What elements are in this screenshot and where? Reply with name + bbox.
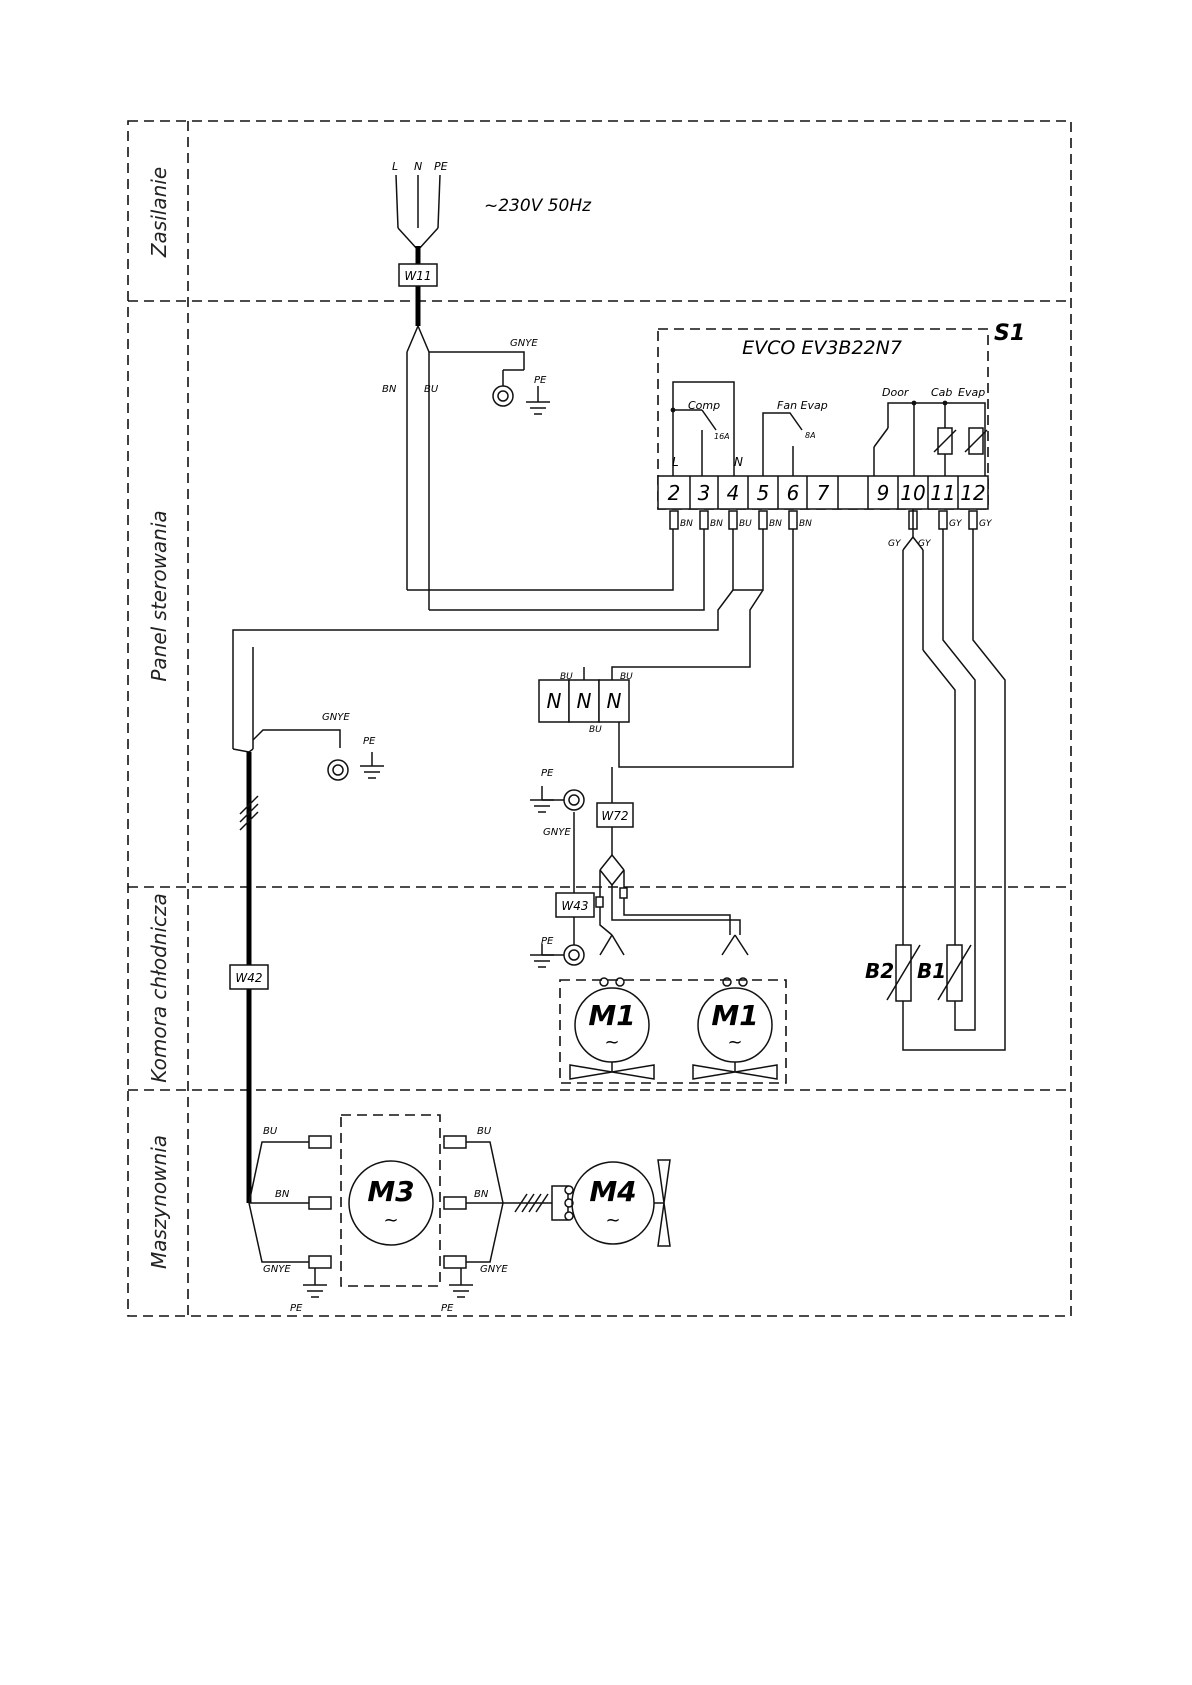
n-block-bu-1: BU <box>560 672 573 682</box>
motor-m1-a-ac: ~ <box>604 1032 619 1053</box>
gnye-label-3: GNYE <box>543 827 571 838</box>
terminal-12: 12 <box>960 481 985 505</box>
motor-m1-b-ac: ~ <box>727 1032 742 1053</box>
terminal-7: 7 <box>817 481 830 505</box>
n-terminal-3: N <box>607 689 622 713</box>
motor-m1-a-label: M1 <box>588 999 635 1032</box>
wire-bu-label: BU <box>424 384 439 395</box>
cable-w42-label: W42 <box>235 971 262 985</box>
ground-symbol-m4 <box>449 1268 473 1297</box>
n-block-bu-3: BU <box>589 725 602 735</box>
m4-gnye-label: GNYE <box>480 1264 508 1275</box>
fan-wiring <box>574 767 748 955</box>
supply-lines <box>396 175 524 610</box>
fan-relay-label: Fan Evap <box>777 399 828 412</box>
terminal-11: 11 <box>930 481 955 505</box>
ground-terminal-3 <box>530 786 584 812</box>
sensor-b2-label: B2 <box>865 959 894 983</box>
terminal-5: 5 <box>757 481 770 505</box>
controller-ref: S1 <box>994 321 1025 346</box>
supply-n-label: N <box>414 160 422 173</box>
ground-terminal-4 <box>530 944 584 967</box>
cable-w43-connector-2 <box>620 888 627 898</box>
n-terminal-2: N <box>577 689 592 713</box>
pe-label-2: PE <box>363 736 376 747</box>
terminal-l-label: L <box>672 455 679 469</box>
n-terminal-1: N <box>547 689 562 713</box>
motor-m4-ac: ~ <box>605 1210 620 1231</box>
supply-l-label: L <box>392 160 398 173</box>
comp-rating-label: 16A <box>714 432 730 441</box>
section-label-panel: Panel sterowania <box>147 510 171 681</box>
terminal-3: 3 <box>698 481 711 505</box>
wire-10b-label: GY <box>918 539 932 549</box>
m3-bn-label: BN <box>275 1189 290 1200</box>
ferrule-12-label: GY <box>979 519 993 529</box>
section-label-machine-room: Maszynownia <box>147 1135 171 1269</box>
ground-terminal-2 <box>328 760 348 780</box>
pe-label: PE <box>534 375 547 386</box>
ferrule-11-label: GY <box>949 519 963 529</box>
section-label-chamber: Komora chłodnicza <box>147 893 171 1083</box>
panel-wiring <box>233 529 793 1203</box>
terminal-9: 9 <box>877 481 890 505</box>
terminal-2: 2 <box>668 481 681 505</box>
wire-gnye-label: GNYE <box>510 338 538 349</box>
gnye-label-2: GNYE <box>322 712 350 723</box>
ground-symbol-m3 <box>303 1268 327 1297</box>
m4-bu-label: BU <box>477 1126 492 1137</box>
terminal-6: 6 <box>787 481 800 505</box>
cable-w43-label: W43 <box>561 899 588 913</box>
cable-w11-label: W11 <box>404 269 431 283</box>
pe-label-3: PE <box>541 768 554 779</box>
comp-relay-label: Comp <box>688 399 720 412</box>
ferrule-2-label: BN <box>680 519 693 529</box>
m3-gnye-label: GNYE <box>263 1264 291 1275</box>
wire-10a-label: GY <box>888 539 902 549</box>
evap-probe-label: Evap <box>958 386 985 399</box>
ferrule-6-label: BN <box>799 519 812 529</box>
evap-sensor-symbol <box>965 428 987 454</box>
m3-bu-label: BU <box>263 1126 278 1137</box>
controller-model: EVCO EV3B22N7 <box>742 337 902 359</box>
ferrule-4-label: BU <box>739 519 752 529</box>
supply-voltage: ~230V 50Hz <box>484 196 592 216</box>
pe-label-4: PE <box>541 936 554 947</box>
motor-m1-b-label: M1 <box>711 999 758 1032</box>
ferrule-5-label: BN <box>769 519 782 529</box>
m3-pe-label: PE <box>290 1303 303 1314</box>
cab-probe-label: Cab <box>931 386 952 399</box>
supply-pe-label: PE <box>434 160 448 173</box>
ferrule-3-label: BN <box>710 519 723 529</box>
motor-m3-ac: ~ <box>383 1210 398 1231</box>
m4-bn-label: BN <box>474 1189 489 1200</box>
door-input-label: Door <box>882 386 910 399</box>
motor-m3-label: M3 <box>367 1175 414 1208</box>
motor-m4-label: M4 <box>589 1175 636 1208</box>
section-label-supply: Zasilanie <box>147 167 171 258</box>
terminal-4: 4 <box>727 481 740 505</box>
fan-rating-label: 8A <box>805 431 816 440</box>
ground-terminal-1 <box>493 370 524 406</box>
terminal-10: 10 <box>900 481 925 505</box>
terminal-n-label: N <box>734 455 743 469</box>
wire-bn-label: BN <box>382 384 397 395</box>
cable-w72-label: W72 <box>601 809 628 823</box>
cab-sensor-symbol <box>934 428 956 454</box>
m4-pe-label: PE <box>441 1303 454 1314</box>
cable-w43-connector <box>596 897 603 907</box>
ground-symbol-1 <box>526 386 550 414</box>
n-block-bu-2: BU <box>620 672 633 682</box>
sensor-b1-label: B1 <box>917 959 946 983</box>
ground-symbol-2 <box>360 752 384 778</box>
